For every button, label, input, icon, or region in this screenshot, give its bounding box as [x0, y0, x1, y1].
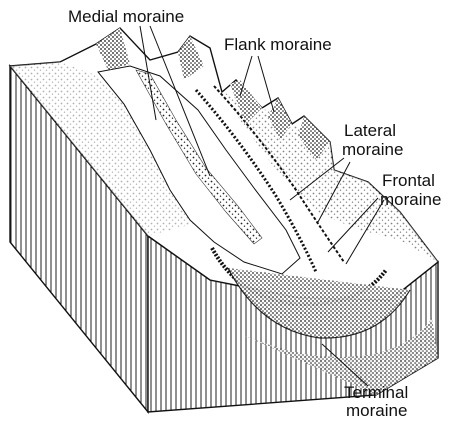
label-frontal-moraine-line2: moraine — [380, 190, 441, 209]
label-lateral-moraine-line2: moraine — [342, 140, 403, 159]
label-terminal-moraine-line1: Terminal — [344, 383, 408, 402]
label-lateral-moraine-line1: Lateral — [344, 121, 396, 140]
label-frontal-moraine-line1: Frontal — [382, 171, 435, 190]
flank-leader-2 — [258, 56, 274, 112]
label-terminal-moraine-line2: moraine — [346, 401, 407, 420]
label-medial-moraine: Medial moraine — [68, 7, 184, 26]
label-flank-moraine: Flank moraine — [224, 35, 332, 54]
terrain-block — [10, 28, 438, 412]
